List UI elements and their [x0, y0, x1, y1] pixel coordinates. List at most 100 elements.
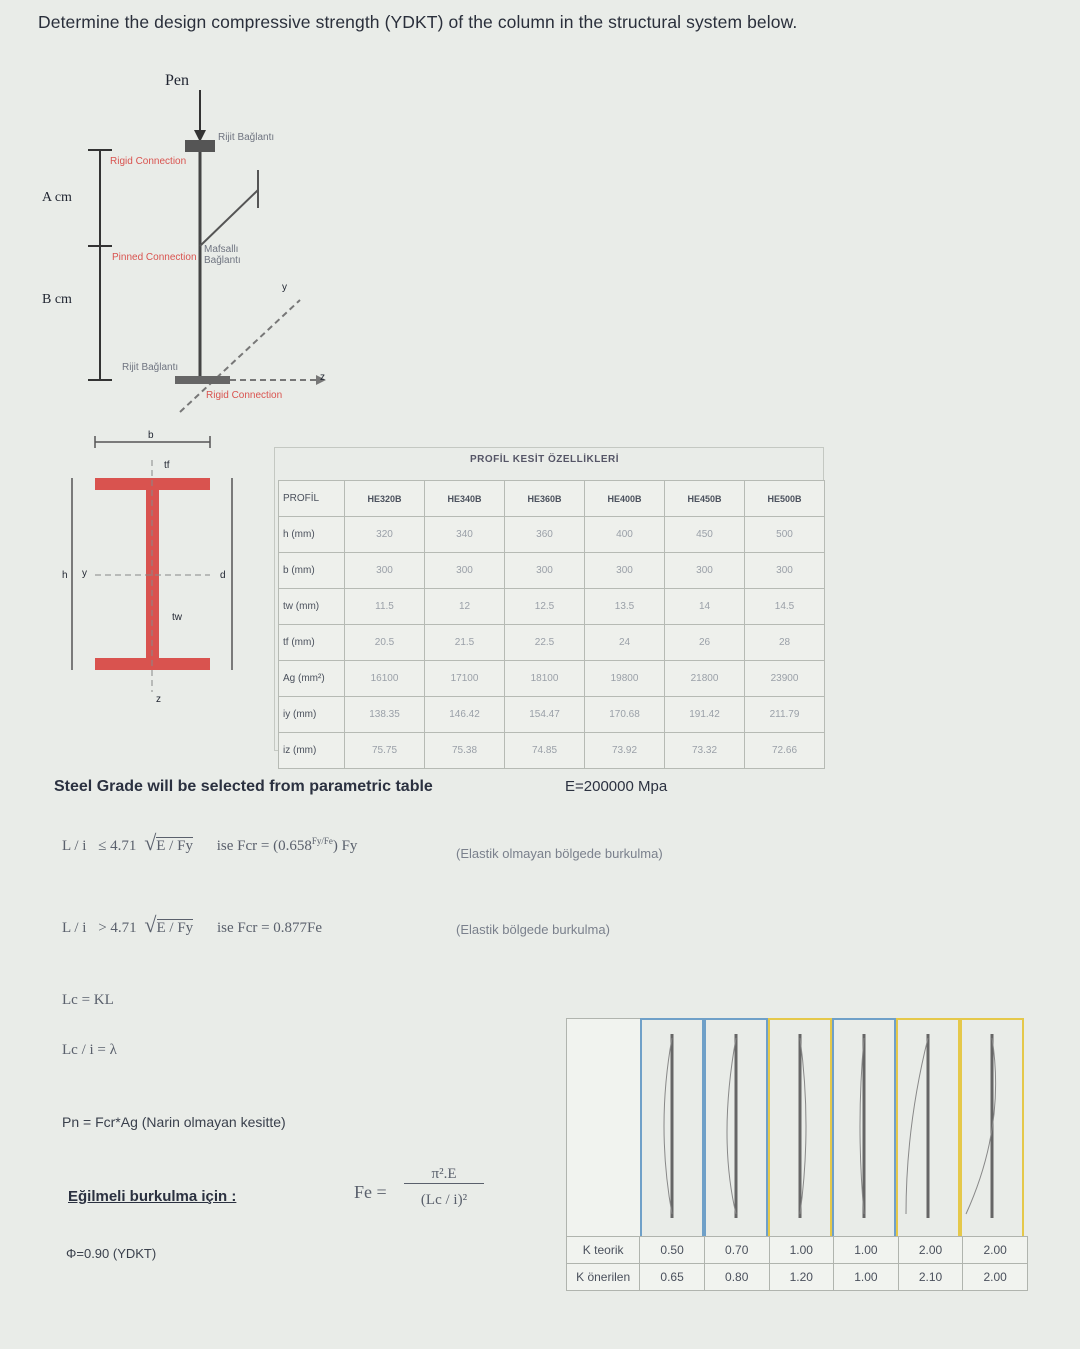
fe-lhs: Fe = — [354, 1182, 387, 1202]
pn-formula: Pn = Fcr*Ag (Narin olmayan kesitte) — [62, 1114, 286, 1130]
section-b-label: b — [148, 430, 154, 441]
table-cell: 75.38 — [424, 732, 505, 769]
row-label: K önerilen — [565, 1263, 641, 1291]
table-row: Ag (mm²) 16100 17100 18100 19800 21800 2… — [278, 660, 825, 697]
inelastic-note: (Elastik olmayan bölgede burkulma) — [456, 846, 663, 861]
lc-formula: Lc = KL — [62, 992, 114, 1008]
table-cell: 26 — [664, 624, 745, 661]
section-diagram: b h d y z tf tw — [60, 430, 250, 720]
table-header-cell: PROFİL — [278, 480, 345, 517]
formula-root: E / Fy — [156, 837, 193, 854]
top-rigid-label: Rigid Connection — [110, 156, 187, 167]
table-cell: 17100 — [424, 660, 505, 697]
formula-inelastic: L / i ≤ 4.71 √E / Fy ise Fcr = (0.658Fy/… — [62, 830, 358, 855]
table-cell: 1.00 — [833, 1263, 899, 1291]
table-cell: 360 — [504, 516, 585, 553]
table-cell: 450 — [664, 516, 745, 553]
section-tf-label: tf — [164, 460, 170, 471]
table-cell: 73.92 — [584, 732, 665, 769]
table-cell: 146.42 — [424, 696, 505, 733]
table-cell: 300 — [584, 552, 665, 589]
table-cell: 0.80 — [703, 1263, 770, 1291]
table-cell: 154.47 — [504, 696, 585, 733]
table-row: iy (mm) 138.35 146.42 154.47 170.68 191.… — [278, 696, 825, 733]
section-svg — [71, 436, 233, 692]
slenderness-formula: Lc / i = λ — [62, 1042, 117, 1058]
fe-denominator: (Lc / i)² — [420, 1192, 468, 1208]
table-cell: 16100 — [344, 660, 425, 697]
table-cell: 14 — [664, 588, 745, 625]
table-cell: 21800 — [664, 660, 745, 697]
table-cell: 2.00 — [962, 1263, 1028, 1291]
formula-op: ≤ 4.71 — [98, 838, 137, 854]
formula-op: > 4.71 — [98, 920, 137, 936]
table-cell: 0.70 — [703, 1236, 770, 1264]
table-row: K teorik 0.50 0.70 1.00 1.00 2.00 2.00 — [565, 1236, 1028, 1264]
table-cell: 2.10 — [897, 1263, 964, 1291]
formula-then: ise Fcr = 0.877Fe — [216, 920, 323, 936]
elastic-note: (Elastik bölgede burkulma) — [456, 922, 610, 937]
row-label: b (mm) — [278, 552, 345, 589]
formula-then: ise Fcr = (0.658 — [216, 838, 312, 854]
table-cell: 72.66 — [744, 732, 825, 769]
table-cell: 500 — [744, 516, 825, 553]
k-columns-svg — [663, 1034, 997, 1218]
fe-numerator: π².E — [404, 1166, 484, 1184]
section-y-label: y — [82, 568, 87, 579]
table-cell: 300 — [664, 552, 745, 589]
table-cell: 340 — [424, 516, 505, 553]
table-cell: 24 — [584, 624, 665, 661]
k-values-table: K teorik 0.50 0.70 1.00 1.00 2.00 2.00 K… — [565, 1236, 1028, 1291]
formula-end: ) Fy — [332, 838, 358, 854]
table-cell: 75.75 — [344, 732, 425, 769]
dim-a-label: A cm — [42, 190, 72, 205]
row-label: tw (mm) — [278, 588, 345, 625]
table-header-cell: HE400B — [584, 480, 665, 517]
table-cell: 191.42 — [664, 696, 745, 733]
flexural-buckling-label: Eğilmeli burkulma için : — [68, 1188, 237, 1205]
section-tw-label: tw — [172, 612, 182, 623]
table-cell: 1.00 — [768, 1236, 835, 1264]
table-header-cell: HE340B — [424, 480, 505, 517]
table-row: b (mm) 300 300 300 300 300 300 — [278, 552, 825, 589]
table-cell: 2.00 — [962, 1236, 1028, 1264]
table-row: tw (mm) 11.5 12 12.5 13.5 14 14.5 — [278, 588, 825, 625]
table-cell: 211.79 — [744, 696, 825, 733]
table-row: h (mm) 320 340 360 400 450 500 — [278, 516, 825, 553]
section-z-label: z — [156, 694, 161, 705]
base-rigid-label: Rigid Connection — [206, 390, 283, 401]
table-cell: 1.00 — [833, 1236, 899, 1264]
formula-lhs: L / i — [62, 920, 87, 936]
dim-b-label: B cm — [42, 292, 72, 307]
formula-exp: Fy/Fe — [311, 836, 333, 846]
table-cell: 300 — [504, 552, 585, 589]
table-cell: 13.5 — [584, 588, 665, 625]
table-cell: 300 — [424, 552, 505, 589]
section-h-label: h — [62, 570, 68, 581]
table-cell: 12.5 — [504, 588, 585, 625]
formula-root: E / Fy — [156, 919, 194, 936]
structure-diagram: Pen A cm B cm Rigid Connection Pinned Co… — [30, 60, 350, 440]
table-cell: 18100 — [504, 660, 585, 697]
table-cell: 2.00 — [897, 1236, 964, 1264]
row-label: K teorik — [565, 1236, 641, 1264]
phi-text: Φ=0.90 (YDKT) — [66, 1246, 157, 1261]
table-cell: 138.35 — [344, 696, 425, 733]
table-cell: 14.5 — [744, 588, 825, 625]
table-cell: 20.5 — [344, 624, 425, 661]
steel-grade-text: Steel Grade will be selected from parame… — [54, 778, 433, 795]
table-header-cell: HE500B — [744, 480, 825, 517]
table-cell: 320 — [344, 516, 425, 553]
table-cell: 400 — [584, 516, 665, 553]
structure-svg — [88, 90, 326, 413]
table-cell: 19800 — [584, 660, 665, 697]
row-label: iy (mm) — [278, 696, 345, 733]
profile-table-title: PROFİL KESİT ÖZELLİKLERİ — [470, 454, 620, 465]
load-label: Pen — [165, 72, 189, 89]
row-label: tf (mm) — [278, 624, 345, 661]
row-label: iz (mm) — [278, 732, 345, 769]
table-cell: 1.20 — [768, 1263, 835, 1291]
table-row: PROFİL HE320B HE340B HE360B HE400B HE450… — [278, 480, 825, 517]
table-cell: 74.85 — [504, 732, 585, 769]
table-row: iz (mm) 75.75 75.38 74.85 73.92 73.32 72… — [278, 732, 825, 769]
